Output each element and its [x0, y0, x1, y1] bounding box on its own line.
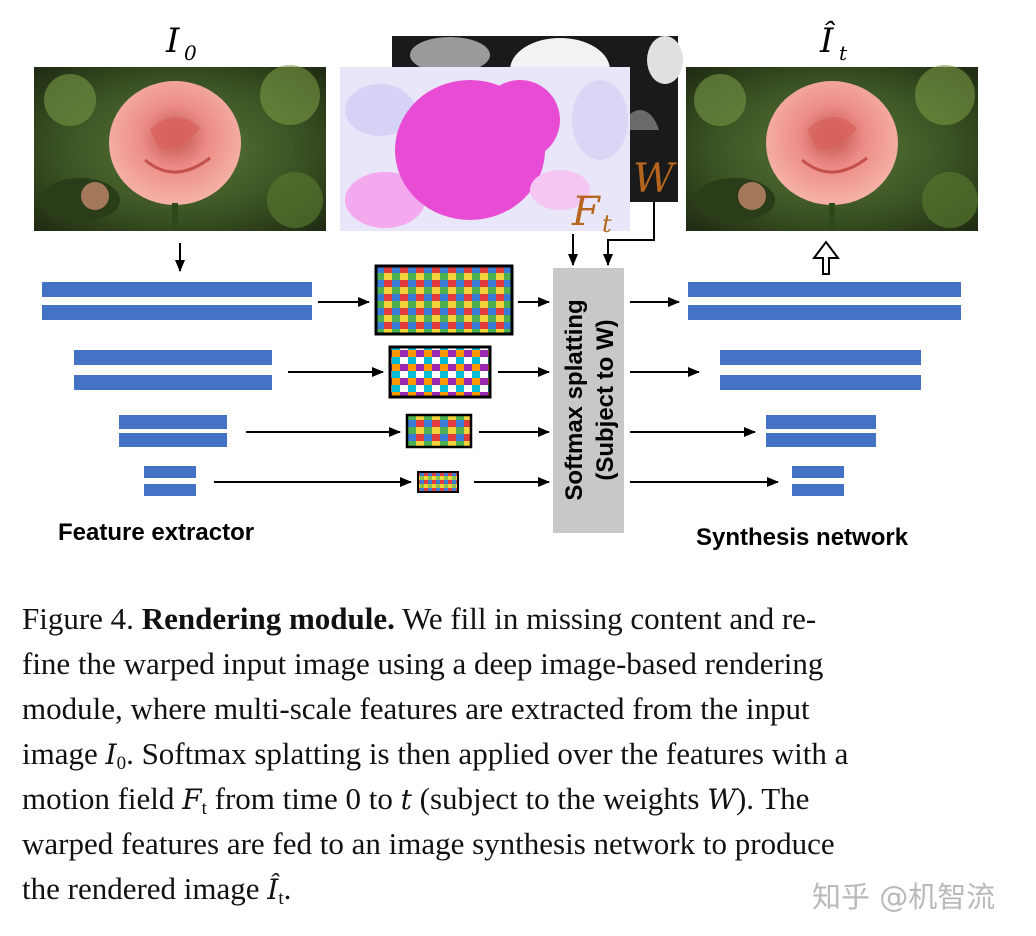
- hollow-up-arrow-icon: [812, 240, 840, 275]
- caption-line: warped features are fed to an image synt…: [22, 821, 1002, 866]
- caption-text: fine the warped input image using a deep…: [22, 646, 824, 681]
- decoder-bar: [766, 433, 876, 447]
- encoder-bar: [42, 282, 312, 297]
- caption-line: fine the warped input image using a deep…: [22, 641, 1002, 686]
- caption-math-subscript: t: [278, 888, 284, 909]
- flow-field-image: [340, 67, 630, 231]
- input-image-label: I 0: [165, 21, 197, 65]
- output-rose-photo: [686, 65, 978, 231]
- caption-math-subscript: 0: [116, 753, 127, 774]
- watermark: 知乎 @机智流: [812, 880, 996, 914]
- caption-math: F: [182, 783, 202, 816]
- flow-symbol: F: [571, 189, 601, 235]
- feature-grid-3: [405, 413, 473, 449]
- weights-to-splat-arrow: [603, 202, 655, 266]
- rendering-module-diagram: I 0 W F t: [34, 20, 978, 551]
- caption-text: . Softmax splatting is then applied over…: [126, 736, 849, 771]
- caption-line: the rendered image Ît.: [22, 866, 1002, 911]
- caption-text: module, where multi-scale features are e…: [22, 691, 810, 726]
- feature-extractor-label: Feature extractor: [58, 519, 254, 546]
- caption-text: We fill in missing content and re-: [394, 601, 817, 636]
- encoder-bar: [119, 433, 227, 447]
- splat-to-decoder-arrows: [630, 297, 779, 487]
- softmax-splatting-label: Softmax splatting: [561, 299, 588, 500]
- synthesis-network-label: Synthesis network: [696, 524, 909, 551]
- encoder-bar: [74, 375, 272, 390]
- decoder-bar: [720, 350, 921, 365]
- encoder-bar: [144, 484, 196, 496]
- feature-extractor-bars: [42, 282, 312, 496]
- caption-text: image: [22, 736, 106, 771]
- feature-grid-2: [388, 345, 492, 399]
- encoder-bar: [119, 415, 227, 429]
- synthesis-network-bars: [688, 282, 961, 496]
- encoder-bar: [74, 350, 272, 365]
- weights-label: W: [633, 156, 677, 202]
- caption-text: from time 0 to: [206, 781, 401, 816]
- output-image-subscript: t: [839, 41, 848, 65]
- caption-text: ). The: [735, 781, 810, 816]
- weight-map-corner: [630, 130, 678, 202]
- caption-line: module, where multi-scale features are e…: [22, 686, 1002, 731]
- caption-title: Rendering module.: [141, 601, 395, 636]
- caption-math: Î: [267, 873, 279, 906]
- feature-grid-4: [417, 471, 459, 493]
- weights-symbol: W: [633, 156, 677, 202]
- decoder-bar: [792, 466, 844, 478]
- caption-line: image I0. Softmax splatting is then appl…: [22, 731, 1002, 776]
- softmax-splatting-box: [553, 268, 624, 533]
- output-image-label: Î t: [819, 20, 848, 65]
- caption-figure-number: Figure 4.: [22, 601, 142, 636]
- splatting-subject-label: (Subject to W): [592, 319, 619, 480]
- decoder-bar: [766, 415, 876, 429]
- caption-text: (subject to the weights: [411, 781, 708, 816]
- decoder-bar: [688, 282, 961, 297]
- caption-line: motion field Ft from time 0 to t (subjec…: [22, 776, 1002, 821]
- feature-grids: [374, 264, 514, 493]
- encoder-to-grid-arrows: [214, 297, 412, 487]
- flow-label: F t: [571, 189, 612, 238]
- caption-math: I: [105, 738, 117, 771]
- encoder-bar: [144, 466, 196, 478]
- grid-to-splat-arrows: [474, 297, 550, 487]
- input-rose-photo: [34, 65, 326, 231]
- caption-math-subscript: t: [201, 798, 207, 819]
- feature-grid-1: [374, 264, 514, 336]
- figure-caption: Figure 4. Rendering module. We fill in m…: [22, 596, 1002, 911]
- encoder-bar: [42, 305, 312, 320]
- caption-text: warped features are fed to an image synt…: [22, 826, 835, 861]
- decoder-bar: [720, 375, 921, 390]
- flow-subscript: t: [602, 210, 612, 238]
- caption-text: the rendered image: [22, 871, 268, 906]
- caption-math: t: [400, 783, 412, 816]
- caption-line: Figure 4. Rendering module. We fill in m…: [22, 596, 1002, 641]
- caption-text: .: [283, 871, 292, 906]
- caption-math: W: [707, 783, 736, 816]
- output-image-symbol: Î: [819, 20, 836, 61]
- input-image-symbol: I: [165, 21, 180, 61]
- input-image-subscript: 0: [184, 41, 197, 65]
- caption-text: motion field: [22, 781, 183, 816]
- decoder-bar: [688, 305, 961, 320]
- decoder-bar: [792, 484, 844, 496]
